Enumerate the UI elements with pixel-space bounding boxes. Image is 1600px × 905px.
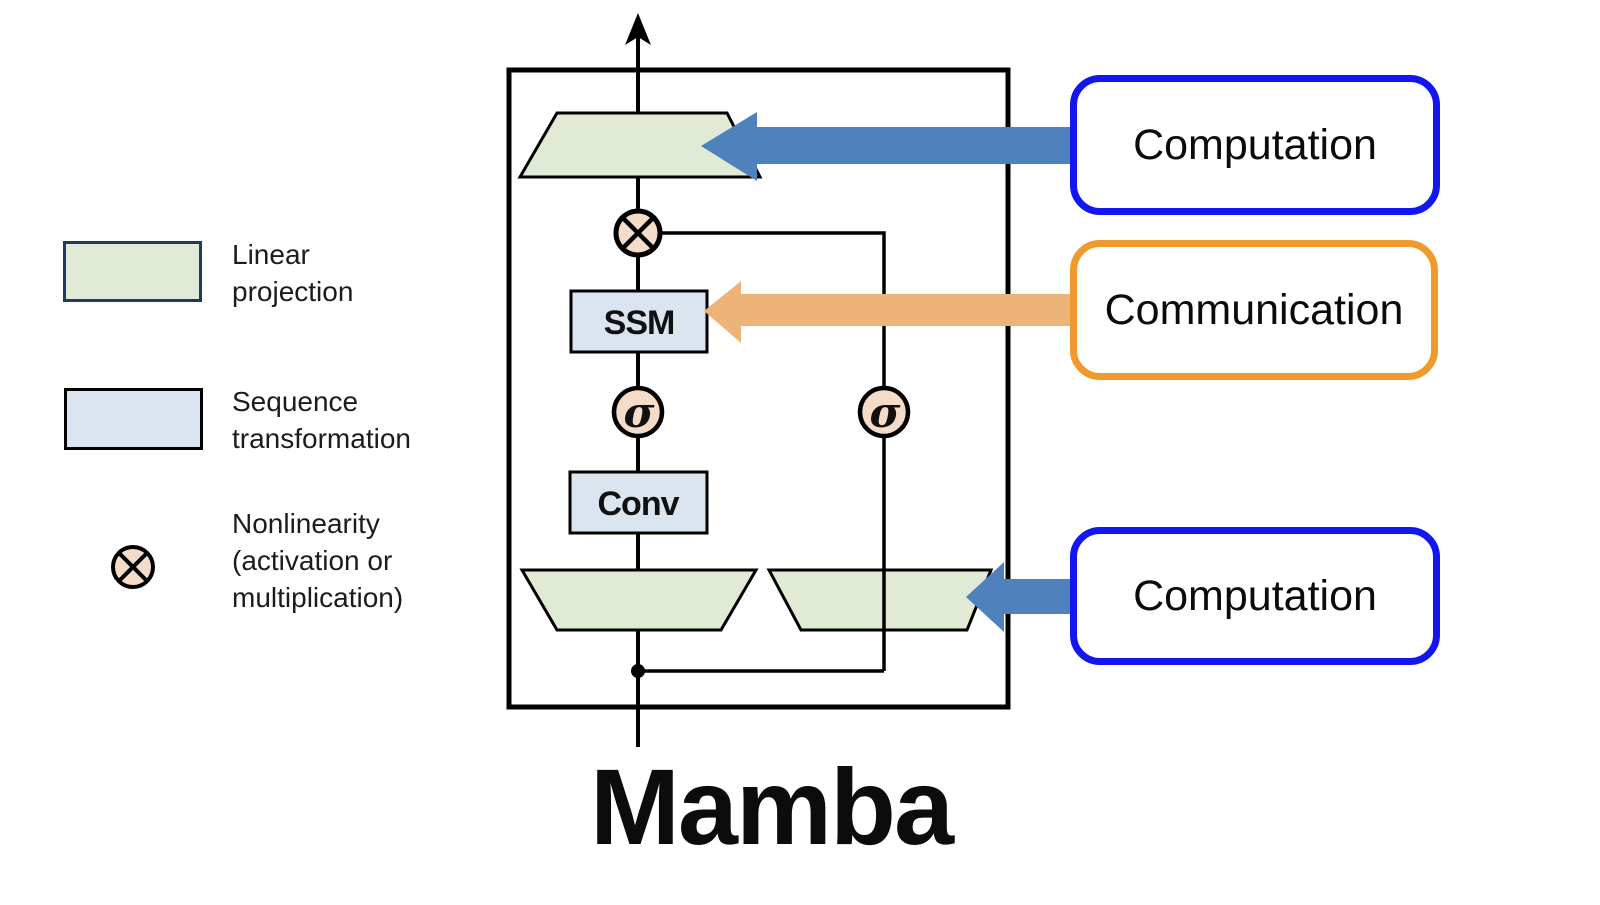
computation-top-arrow-icon xyxy=(701,112,1075,181)
computation-bottom-arrow-icon xyxy=(966,562,1072,632)
communication-label: Communication xyxy=(1104,285,1404,334)
legend-label-sequence-transformation: Sequence transformation xyxy=(232,386,411,454)
sigma-right-circle xyxy=(857,385,911,439)
mamba-block-outline xyxy=(506,67,1011,710)
computation-bottom-box: Computation xyxy=(1070,527,1440,665)
ssm-label: SSM xyxy=(604,304,675,342)
communication-box: Communication xyxy=(1070,240,1438,380)
input-linear-projection-right-trapezoid xyxy=(766,568,994,632)
sigma-right-label: σ xyxy=(870,388,901,437)
communication-arrow-icon xyxy=(704,281,1075,343)
sigma-left-circle xyxy=(611,385,665,439)
nonlinearity-swatch-icon xyxy=(111,545,155,589)
output-linear-projection-trapezoid xyxy=(517,111,763,179)
computation-top-box: Computation xyxy=(1070,75,1440,215)
output-arrowhead-icon xyxy=(625,13,651,45)
branch-junction-dot xyxy=(631,664,645,678)
nonlinearity-swatch-cross-2 xyxy=(117,551,149,583)
wire-gate-branch-top xyxy=(661,231,886,389)
conv-block xyxy=(568,470,709,535)
legend-label-linear-projection: Linear projection xyxy=(232,239,354,307)
sigma-left-label: σ xyxy=(624,388,655,437)
computation-bottom-label: Computation xyxy=(1133,571,1377,620)
sequence-transformation-swatch xyxy=(64,388,203,450)
legend-label-nonlinearity: Nonlinearity (activation or multiplicati… xyxy=(232,508,404,613)
multiply-node-icon xyxy=(613,208,663,258)
conv-label: Conv xyxy=(598,485,680,523)
multiply-cross-line-2 xyxy=(621,216,655,250)
computation-top-label: Computation xyxy=(1133,120,1377,169)
ssm-block xyxy=(569,289,709,354)
figure-title: Mamba xyxy=(589,746,954,867)
linear-projection-swatch xyxy=(63,241,202,302)
input-linear-projection-left-trapezoid xyxy=(519,568,759,632)
